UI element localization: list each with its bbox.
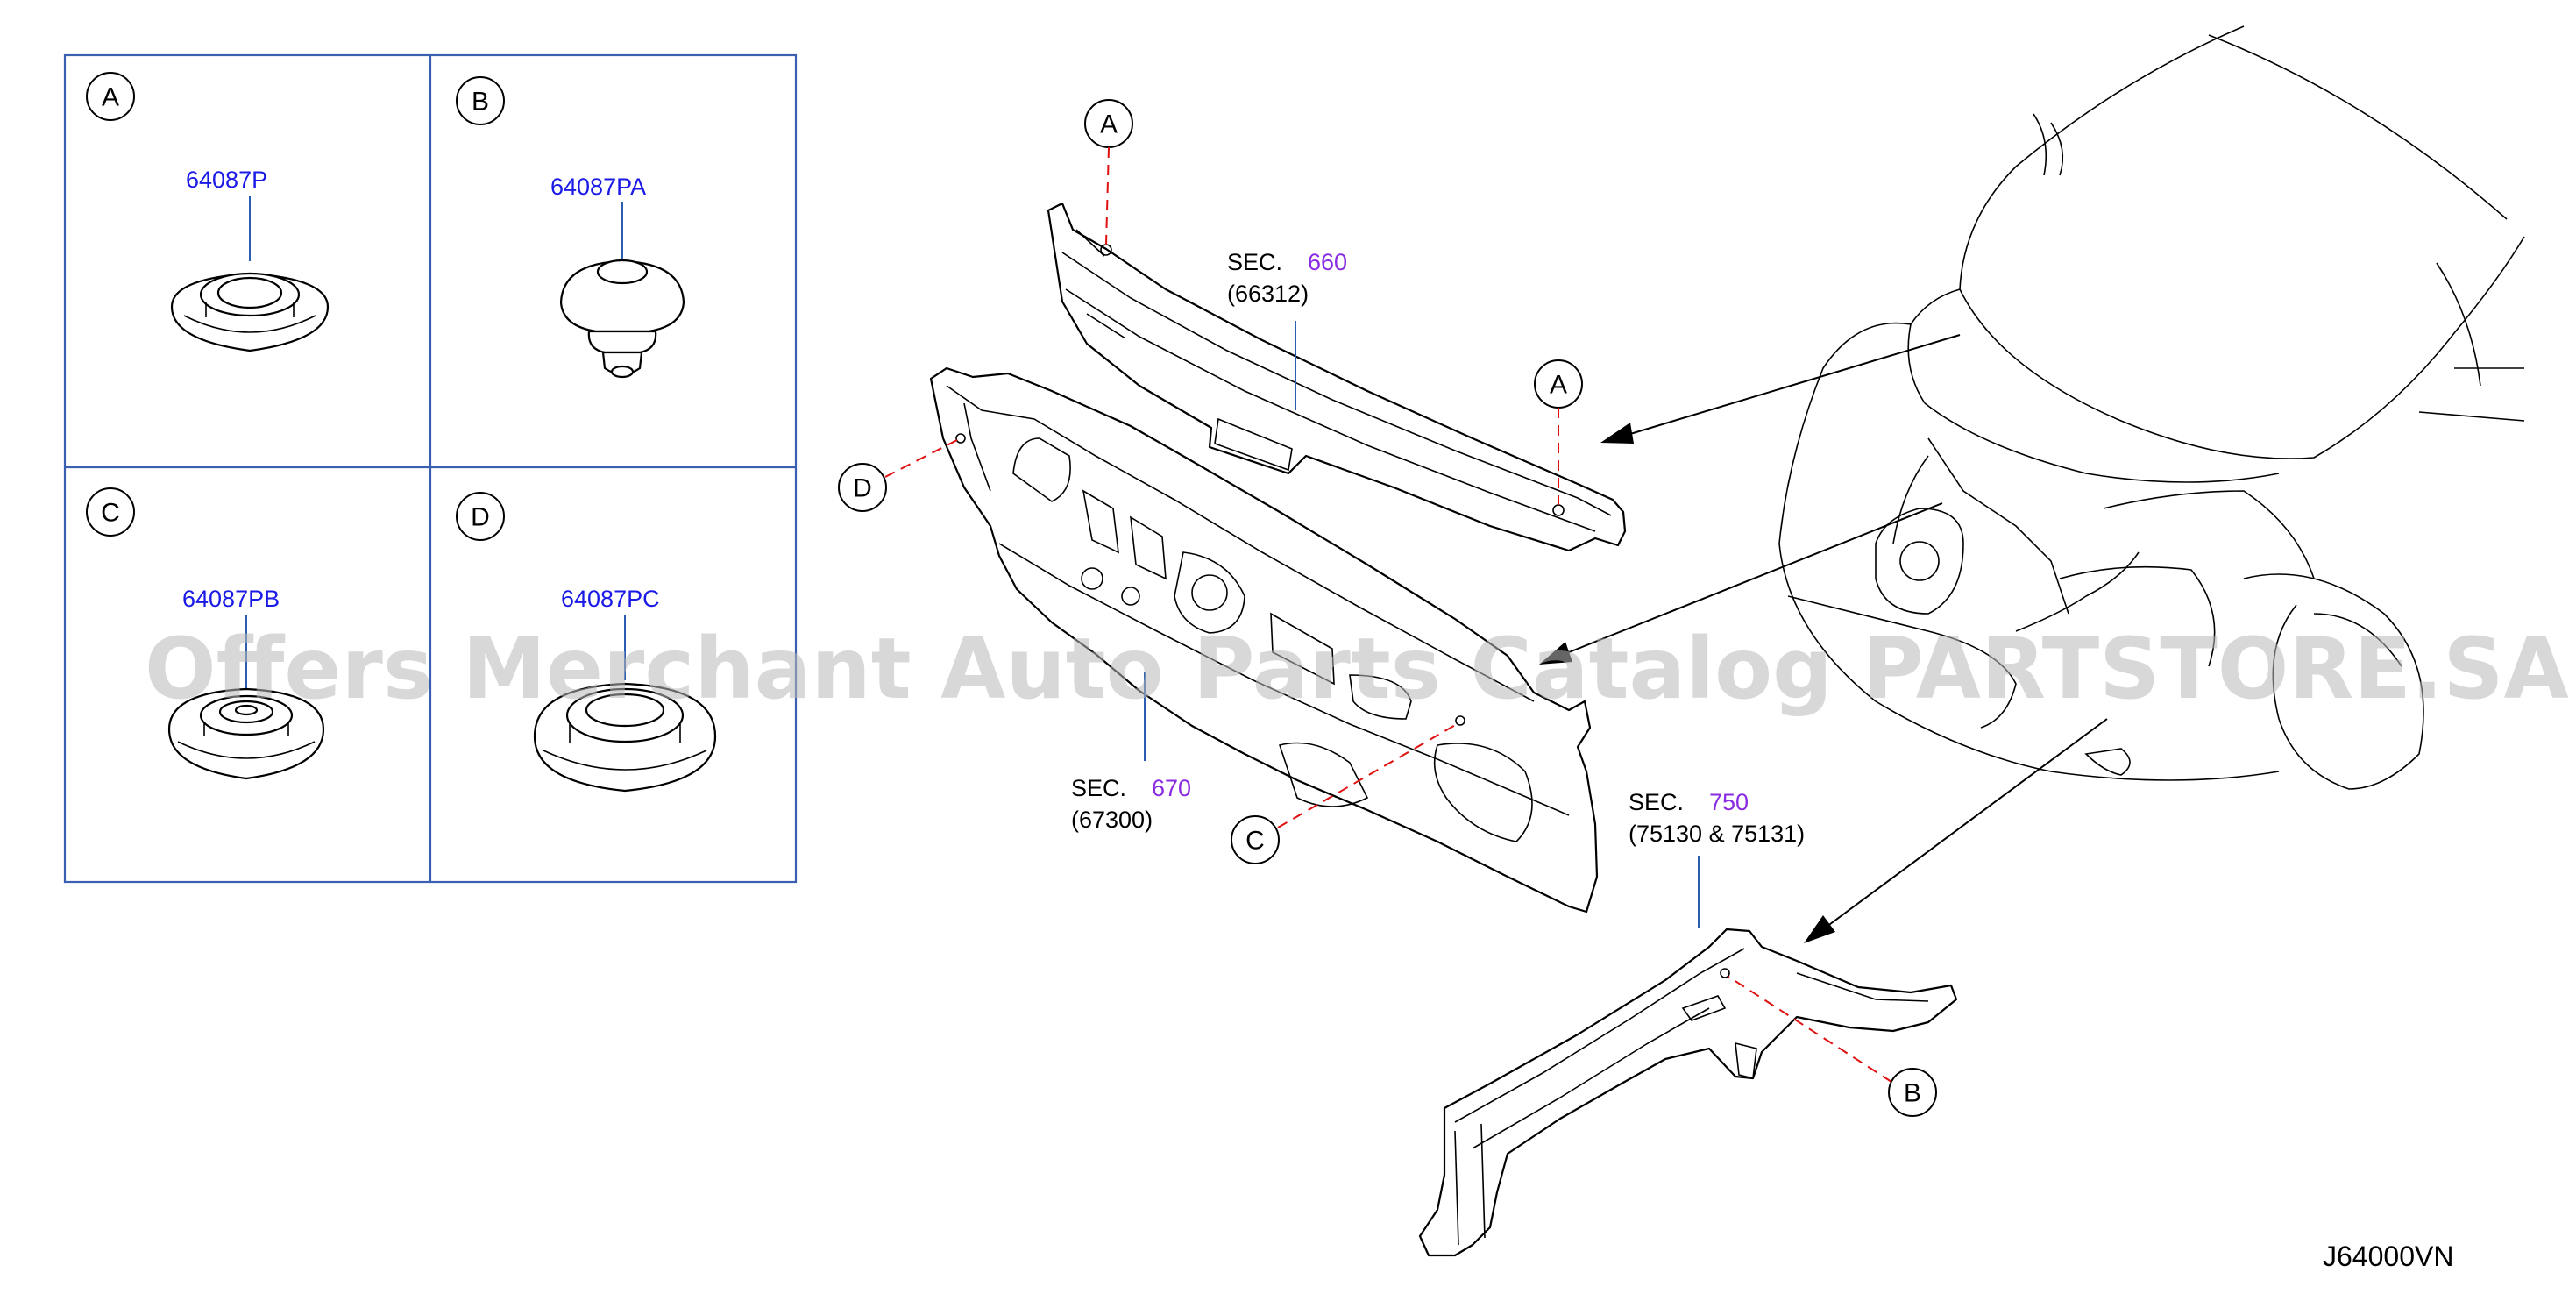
arrow-head (1804, 915, 1835, 943)
part-reference: (75130 & 75131) (1629, 821, 1805, 847)
callout-circle (1888, 1068, 1937, 1117)
callout-letter: A (102, 83, 119, 112)
section-750-label[interactable]: SEC. 750 (75130 & 75131) (1629, 789, 1805, 928)
part-reference: (66312) (1227, 281, 1309, 307)
sec-prefix: SEC. (1227, 249, 1282, 275)
arrow-to-cowl (1621, 334, 1961, 437)
arrow-head (1600, 423, 1634, 444)
sec-number: 670 (1152, 775, 1191, 801)
callout-letter: D (471, 503, 490, 532)
callout-b[interactable]: B (1728, 976, 1937, 1117)
sec-number: 660 (1308, 249, 1347, 275)
diagram-code: J64000VN (2323, 1241, 2453, 1272)
callout-a-right[interactable]: A (1534, 359, 1583, 505)
grommet-cell-d[interactable]: D 64087PC (456, 492, 717, 793)
callout-c[interactable]: C (1231, 723, 1458, 864)
callout-d[interactable]: D (838, 439, 958, 512)
callout-circle (1231, 815, 1280, 864)
grommet-c-icon (167, 687, 325, 780)
callout-letter: B (472, 88, 489, 117)
callout-a-top[interactable]: A (1084, 99, 1133, 245)
front-side-member[interactable] (1418, 928, 1958, 1257)
callout-circle (456, 492, 505, 541)
part-number: 64087PC (561, 586, 660, 612)
location-arrows (1539, 334, 2108, 943)
hole-b (1720, 968, 1730, 978)
dash-panel[interactable] (929, 366, 1599, 914)
callout-letter: A (1100, 110, 1118, 139)
callout-circle (86, 487, 135, 537)
callout-circle (456, 76, 505, 125)
part-number: 64087PA (550, 174, 646, 200)
callout-circle (86, 72, 135, 121)
grommet-cell-b[interactable]: B 64087PA (456, 76, 685, 379)
hole-c (1455, 715, 1465, 726)
grommet-cell-c[interactable]: C 64087PB (86, 487, 325, 780)
callout-circle (838, 463, 887, 512)
part-number: 64087PB (182, 586, 280, 612)
grommet-a-icon (170, 272, 330, 352)
callout-letter: C (101, 499, 120, 528)
grommet-d-icon (533, 682, 717, 793)
part-number: 64087P (186, 167, 267, 193)
arrow-head (1539, 642, 1572, 665)
grommet-cell-a[interactable]: A 64087P (86, 72, 330, 352)
callout-letter: C (1245, 827, 1265, 856)
hole-d (955, 433, 966, 444)
arrow-to-side-member (1822, 718, 2108, 930)
section-660-label[interactable]: SEC. 660 (66312) (1227, 249, 1347, 410)
grommet-b-icon (559, 259, 685, 379)
callout-letter: B (1904, 1079, 1921, 1108)
car-front-outline (1778, 25, 2525, 790)
sec-number: 750 (1709, 789, 1749, 815)
callout-letter: A (1550, 371, 1567, 400)
callout-letter: D (853, 474, 872, 503)
part-reference: (67300) (1071, 807, 1153, 833)
sec-prefix: SEC. (1629, 789, 1684, 815)
sec-prefix: SEC. (1071, 775, 1126, 801)
section-670-label[interactable]: SEC. 670 (67300) (1071, 672, 1191, 833)
arrow-to-dash (1559, 502, 1943, 657)
dashed-leader (884, 439, 958, 478)
watermark-text: Offers Merchant Auto Parts Catalog PARTS… (145, 620, 2569, 718)
dashed-leader (1105, 146, 1110, 245)
grommet-table: A 64087P B 64087PA (63, 53, 798, 884)
dashed-leader (1728, 976, 1892, 1083)
